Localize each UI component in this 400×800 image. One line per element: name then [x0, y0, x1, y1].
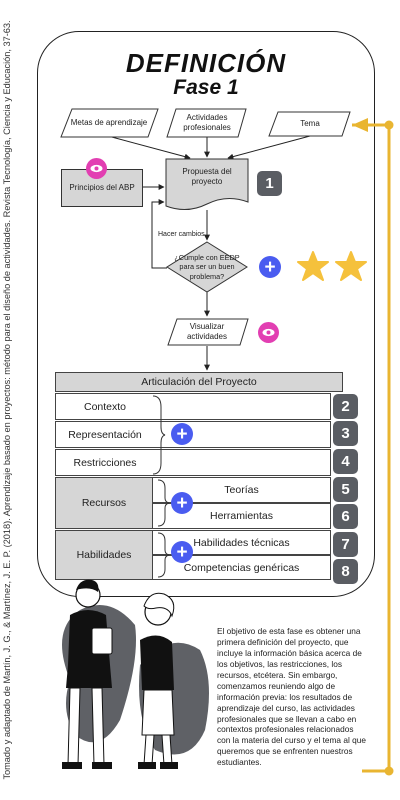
description-paragraph: El objetivo de esta fase es obtener una …: [217, 626, 366, 768]
recursos-label: Recursos: [55, 477, 153, 529]
recursos-item: Herramientas: [152, 503, 331, 529]
user-illustration: [62, 579, 209, 769]
brace: [157, 479, 170, 527]
row-label: Restricciones: [73, 456, 137, 469]
hacer-cambios-label: Hacer cambios: [158, 231, 205, 238]
decision-shape: [166, 241, 248, 293]
actividades-shape: [166, 108, 247, 138]
articulacion-header: Articulación del Proyecto: [55, 372, 343, 392]
step-badge-4: 4: [333, 449, 358, 474]
page-title: DEFINICIÓN: [125, 48, 287, 78]
tema-box: Tema: [300, 119, 320, 128]
item-label: Herramientas: [209, 510, 274, 522]
item-label: Competencias genéricas: [183, 561, 300, 574]
row-representacion: Representación: [55, 421, 331, 448]
habilidades-label: Habilidades: [55, 530, 153, 580]
actividades-box: Actividades profesionales: [183, 113, 231, 132]
recursos-item: Teorías: [152, 477, 331, 503]
row-restricciones: Restricciones: [55, 449, 331, 476]
step-badge-8: 8: [333, 559, 358, 584]
step-badge-1: 1: [257, 171, 282, 196]
visualizar-label: Visualizar actividades: [186, 322, 228, 341]
page-subtitle: Fase 1: [173, 76, 239, 99]
tema-shape: [268, 111, 351, 137]
step-badge-6: 6: [333, 504, 358, 529]
brace: [157, 532, 170, 578]
row-label: Representación: [68, 428, 142, 441]
habilidades-item: Habilidades técnicas: [152, 530, 331, 555]
decision-label: ¿Cumple con EEDP para ser un buen proble…: [174, 253, 240, 281]
row-label: Contexto: [83, 400, 127, 413]
plus-icon[interactable]: +: [171, 541, 193, 563]
star-icon: [297, 251, 329, 281]
phase-frame: [37, 31, 375, 597]
item-label: Habilidades técnicas: [193, 536, 290, 549]
star-icon: [335, 251, 367, 281]
row-contexto: Contexto: [55, 393, 331, 420]
eye-icon[interactable]: [258, 322, 279, 343]
item-label: Teorías: [224, 484, 259, 496]
visualizar-shape: [167, 318, 249, 346]
metas-shape: [60, 108, 159, 138]
habilidades-item: Competencias genéricas: [152, 555, 331, 580]
plus-icon[interactable]: +: [171, 492, 193, 514]
eye-icon[interactable]: [86, 158, 107, 179]
propuesta-label: Propuesta del proyecto: [182, 167, 232, 186]
step-badge-2: 2: [333, 394, 358, 419]
plus-icon[interactable]: +: [171, 423, 193, 445]
step-badge-7: 7: [333, 532, 358, 557]
plus-icon[interactable]: +: [259, 256, 281, 278]
brace: [152, 395, 166, 475]
step-badge-5: 5: [333, 477, 358, 502]
propuesta-shape: [165, 158, 249, 210]
step-badge-3: 3: [333, 421, 358, 446]
metas-box: Metas de aprendizaje: [70, 118, 148, 127]
